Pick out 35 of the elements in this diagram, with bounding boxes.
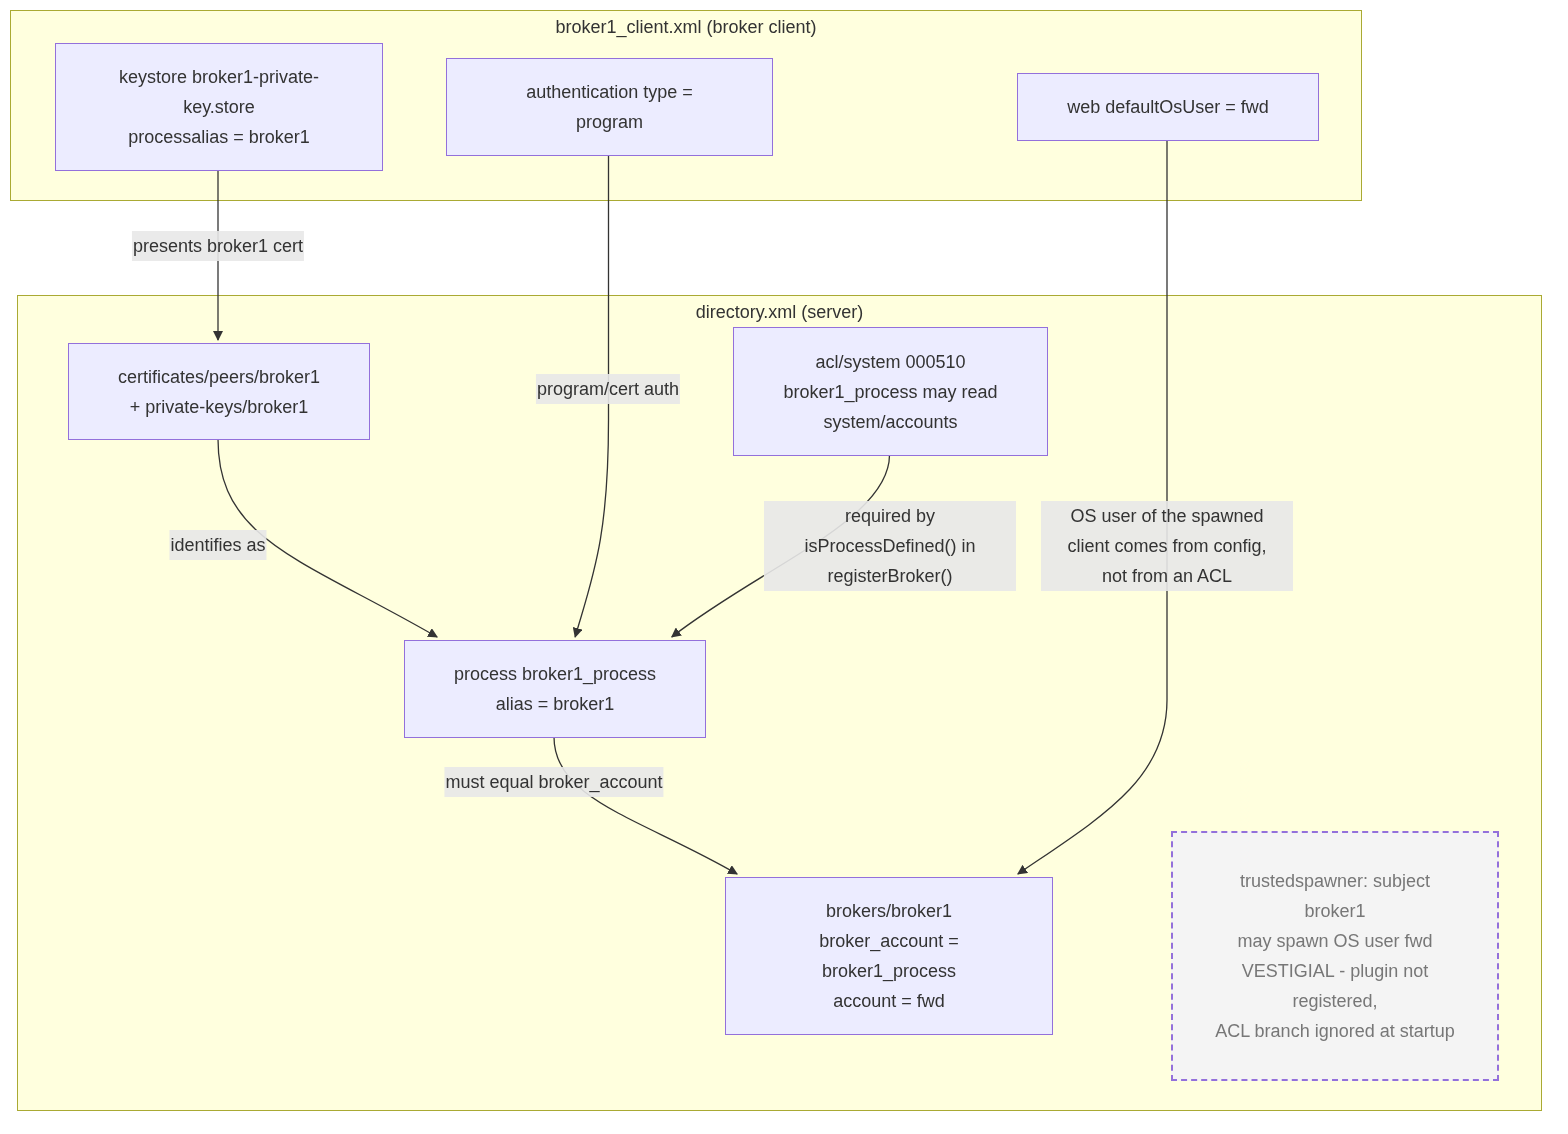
node-text: brokers/broker1	[825, 900, 953, 923]
node-text: web defaultOsUser = fwd	[1067, 96, 1269, 119]
node-text: + private-keys/broker1	[129, 395, 309, 419]
process-box	[1017, 73, 1319, 141]
group-panel	[17, 295, 1542, 1111]
note-box	[1171, 831, 1499, 1081]
process-box	[68, 343, 370, 440]
edge-label: program/cert auth	[535, 374, 681, 404]
process-box	[725, 877, 1053, 1035]
node-text: may spawn OS user fwd	[1237, 930, 1433, 953]
edge-label: OS user of the spawned client comes from config, not from an ACL	[1041, 501, 1293, 591]
process-box	[55, 43, 383, 171]
edge-label: presents broker1 cert	[131, 231, 305, 261]
edge-label: identifies as	[169, 530, 267, 560]
node-text: processalias = broker1	[128, 126, 310, 149]
arrow	[1017, 139, 1168, 875]
process-box	[446, 58, 773, 156]
arrow	[217, 438, 438, 638]
node-text: ACL branch ignored at startup	[1215, 1020, 1455, 1043]
process-box	[404, 640, 706, 738]
edge-label: must equal broker_account	[444, 767, 664, 797]
node-text: account = fwd	[833, 990, 945, 1013]
node-text: process broker1_process	[453, 663, 657, 687]
node-text: VESTIGIAL - plugin not registered,	[1240, 960, 1430, 1013]
node-text: alias = broker1	[495, 693, 615, 716]
edge-label: required by isProcessDefined() in registerBroker()	[764, 501, 1016, 591]
group-title: directory.xml (server)	[694, 301, 865, 324]
node-text: certificates/peers/broker1	[117, 365, 321, 389]
node-text: authentication type = program	[525, 81, 694, 134]
group-title: broker1_client.xml (broker client)	[554, 16, 818, 40]
group-panel	[10, 10, 1362, 201]
node-text: acl/system 000510	[815, 350, 966, 374]
process-box	[733, 327, 1048, 456]
arrow	[572, 154, 610, 638]
node-text: broker1_process may read system/accounts	[782, 380, 999, 434]
